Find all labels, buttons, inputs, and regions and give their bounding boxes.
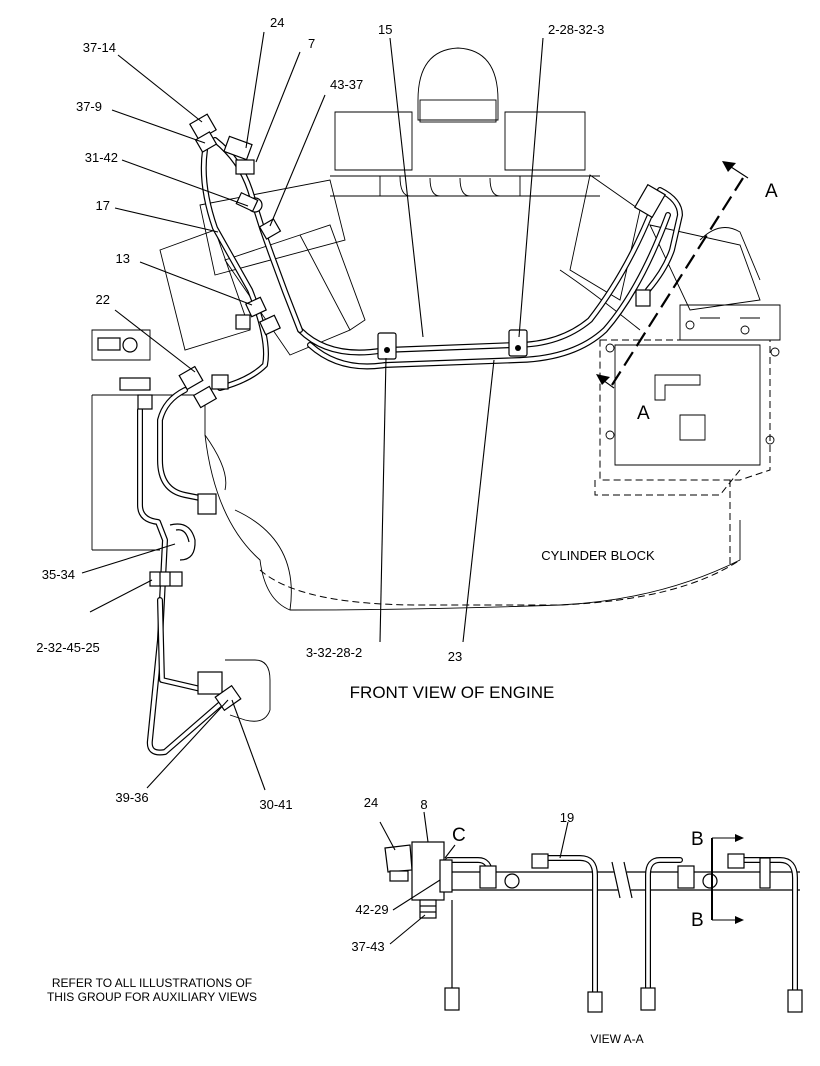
callout-8: 8 (420, 797, 427, 812)
callout-19: 19 (560, 810, 574, 825)
callout-2-28-32-3: 2-28-32-3 (548, 22, 604, 37)
callout-30-41: 30-41 (259, 797, 292, 812)
callout-31-42: 31-42 (85, 150, 118, 165)
refer-note-line2: THIS GROUP FOR AUXILIARY VIEWS (47, 990, 257, 1004)
section-mark-a-top: A (765, 181, 778, 202)
callout-labels: 37-14 24 7 15 2-28-32-3 43-37 37-9 31-42… (36, 15, 604, 954)
callout-39-36: 39-36 (115, 790, 148, 805)
callout-15: 15 (378, 22, 392, 37)
fittings (97, 113, 666, 722)
callout-42-29: 42-29 (355, 902, 388, 917)
callout-7: 7 (308, 36, 315, 51)
callout-35-34: 35-34 (42, 567, 75, 582)
callout-37-14: 37-14 (83, 40, 116, 55)
section-mark-labels: A A B B C (452, 181, 778, 931)
callout-43-37: 43-37 (330, 77, 363, 92)
callout-22: 22 (96, 292, 110, 307)
callout-23: 23 (448, 649, 462, 664)
callout-3-32-28-2: 3-32-28-2 (306, 645, 362, 660)
section-line-a (596, 161, 749, 389)
callout-37-43: 37-43 (351, 939, 384, 954)
callout-24-view: 24 (364, 795, 378, 810)
leader-lines (81, 31, 544, 791)
section-mark-b-bottom: B (691, 910, 704, 931)
cylinder-block-label: CYLINDER BLOCK (541, 548, 655, 563)
callout-2-32-45-25: 2-32-45-25 (36, 640, 100, 655)
callout-37-9: 37-9 (76, 99, 102, 114)
section-mark-a-bottom: A (637, 403, 650, 424)
refer-note-line1: REFER TO ALL ILLUSTRATIONS OF (52, 976, 252, 990)
caption-labels: CYLINDER BLOCK FRONT VIEW OF ENGINE VIEW… (47, 548, 655, 1046)
section-mark-b-top: B (691, 829, 704, 850)
callout-13: 13 (116, 251, 130, 266)
callout-24-top: 24 (270, 15, 284, 30)
section-mark-c: C (452, 825, 466, 846)
view-a-a-drawing (379, 811, 803, 1013)
callout-17: 17 (96, 198, 110, 213)
fuel-tube-assembly (137, 137, 683, 756)
front-view-title: FRONT VIEW OF ENGINE (350, 683, 555, 702)
view-a-a-title: VIEW A-A (590, 1032, 643, 1046)
